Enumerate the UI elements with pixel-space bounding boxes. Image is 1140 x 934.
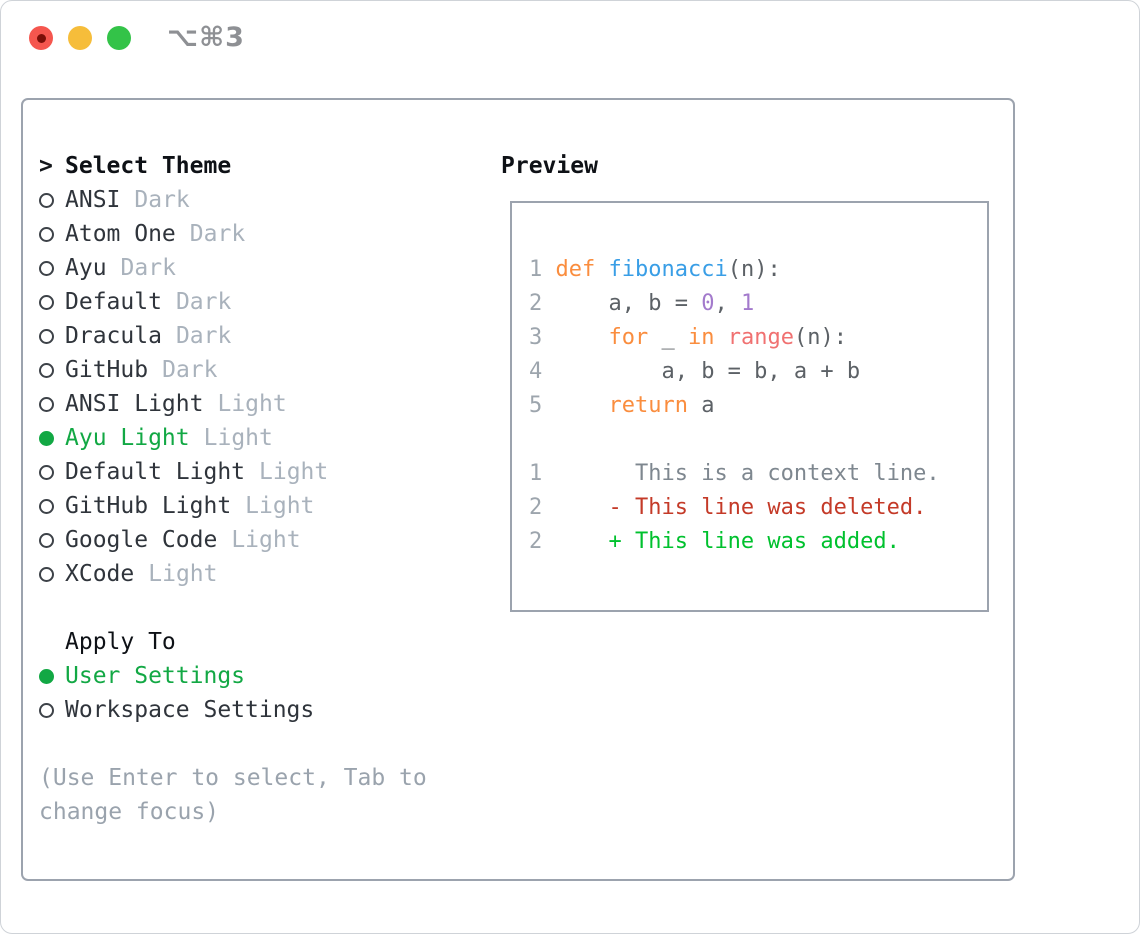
theme-option-default[interactable]: Default Dark: [39, 285, 499, 319]
option-label: Dracula: [65, 323, 162, 349]
code-preview: 1 def fibonacci(n): 2 a, b = 0, 1 3 for _ …: [529, 252, 940, 558]
preview-box: 1 def fibonacci(n): 2 a, b = 0, 1 3 for _ …: [510, 201, 989, 612]
code-line: 1 def fibonacci(n):: [529, 256, 781, 282]
theme-option-github[interactable]: GitHub Dark: [39, 353, 499, 387]
theme-option-atom-one[interactable]: Atom One Dark: [39, 217, 499, 251]
window-title: ⌥⌘3: [167, 22, 245, 53]
option-variant-label: Light: [259, 459, 329, 485]
radio-icon: [39, 192, 54, 208]
theme-option-default-light[interactable]: Default Light Light: [39, 455, 499, 489]
help-text-line-1: (Use Enter to select, Tab to: [39, 765, 427, 791]
option-label: Google Code: [65, 527, 218, 553]
apply-to-list: User Settings Workspace Settings: [39, 659, 499, 727]
option-label: GitHub: [65, 357, 149, 383]
radio-icon: [39, 464, 54, 480]
option-label: XCode: [65, 561, 135, 587]
theme-option-dracula[interactable]: Dracula Dark: [39, 319, 499, 353]
section-title: Apply To: [65, 629, 176, 655]
option-variant-label: Light: [148, 561, 218, 587]
theme-option-ansi-light[interactable]: ANSI Light Light: [39, 387, 499, 421]
radio-icon: [39, 226, 54, 242]
radio-icon: [39, 260, 54, 276]
option-variant-label: Dark: [162, 357, 218, 383]
focus-marker: >: [39, 153, 65, 179]
preview-title: Preview: [501, 153, 598, 179]
option-label: GitHub Light: [65, 493, 232, 519]
code-line: 2 + This line was added.: [529, 528, 900, 554]
section-title: Select Theme: [65, 153, 232, 179]
apply-option-workspace-settings[interactable]: Workspace Settings: [39, 693, 499, 727]
option-label: ANSI: [65, 187, 121, 213]
chevron-right-icon: >: [39, 153, 53, 179]
option-label: Default Light: [65, 459, 246, 485]
zoom-button[interactable]: [107, 26, 131, 50]
option-label: Ayu: [65, 255, 107, 281]
apply-option-user-settings[interactable]: User Settings: [39, 659, 499, 693]
code-line: 4 a, b = b, a + b: [529, 358, 861, 384]
code-line: 5 return a: [529, 392, 715, 418]
theme-option-google-code[interactable]: Google Code Light: [39, 523, 499, 557]
option-label: ANSI Light: [65, 391, 204, 417]
option-label: Ayu Light: [65, 425, 190, 451]
theme-option-xcode[interactable]: XCode Light: [39, 557, 499, 591]
minimize-button[interactable]: [68, 26, 92, 50]
radio-icon: [39, 328, 54, 344]
option-label: Atom One: [65, 221, 176, 247]
traffic-lights: [29, 26, 131, 50]
radio-icon: [39, 498, 54, 514]
code-line: 1 This is a context line.: [529, 460, 940, 486]
close-dot-icon: [36, 33, 46, 43]
radio-icon: [39, 668, 54, 684]
radio-icon: [39, 430, 54, 446]
option-label: Workspace Settings: [65, 697, 315, 723]
radio-icon: [39, 566, 54, 582]
option-variant-label: Dark: [175, 289, 232, 315]
option-variant-label: Dark: [189, 221, 246, 247]
spacer-row: [39, 591, 499, 625]
main-panel: > Select Theme ANSI Dark Atom One Dark A…: [21, 98, 1015, 881]
theme-selector: > Select Theme ANSI Dark Atom One Dark A…: [39, 149, 499, 829]
close-button[interactable]: [29, 26, 53, 50]
option-variant-label: Light: [245, 493, 315, 519]
option-variant-label: Light: [203, 425, 273, 451]
radio-icon: [39, 294, 54, 310]
code-line: 2 - This line was deleted.: [529, 494, 927, 520]
radio-icon: [39, 532, 54, 548]
option-variant-label: Dark: [134, 187, 190, 213]
theme-option-ayu-light[interactable]: Ayu Light Light: [39, 421, 499, 455]
theme-option-github-light[interactable]: GitHub Light Light: [39, 489, 499, 523]
option-variant-label: Dark: [120, 255, 176, 281]
radio-icon: [39, 396, 54, 412]
theme-option-ayu[interactable]: Ayu Dark: [39, 251, 499, 285]
help-text-line-2: change focus): [39, 799, 220, 825]
theme-option-ansi[interactable]: ANSI Dark: [39, 183, 499, 217]
radio-icon: [39, 702, 54, 718]
apply-to-header: Apply To: [39, 625, 499, 659]
theme-list: ANSI Dark Atom One Dark Ayu Dark Default…: [39, 183, 499, 591]
code-line: 2 a, b = 0, 1: [529, 290, 755, 316]
radio-icon: [39, 362, 54, 378]
titlebar: ⌥⌘3: [1, 1, 1139, 73]
option-label: Default: [65, 289, 162, 315]
option-variant-label: Light: [217, 391, 287, 417]
select-theme-header: > Select Theme: [39, 149, 499, 183]
code-line: 3 for _ in range(n):: [529, 324, 847, 350]
option-label: User Settings: [65, 663, 246, 689]
option-variant-label: Dark: [175, 323, 232, 349]
spacer-row: [39, 727, 499, 761]
code-line: [529, 422, 940, 456]
option-variant-label: Light: [231, 527, 301, 553]
